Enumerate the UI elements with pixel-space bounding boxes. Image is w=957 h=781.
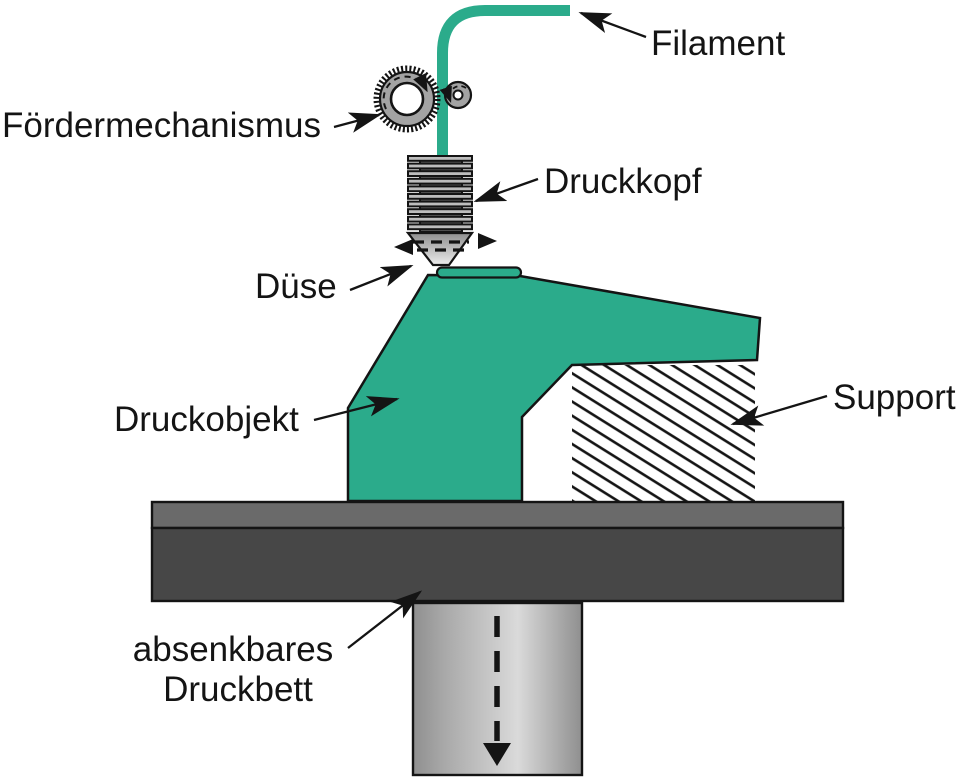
motion-arrow-right-icon bbox=[478, 233, 497, 249]
idler-wheel-icon bbox=[439, 80, 473, 110]
arrow-filament bbox=[578, 11, 647, 39]
arrow-print-head bbox=[473, 177, 539, 203]
print-bed-top-plate bbox=[150, 500, 845, 530]
filament-strand bbox=[437, 5, 570, 160]
label-print-bed-line1: absenkbares bbox=[133, 630, 333, 669]
support-structure bbox=[572, 365, 755, 502]
arrow-support bbox=[730, 394, 828, 426]
lowering-arrow-head-icon bbox=[483, 743, 511, 766]
label-print-bed-line2: Druckbett bbox=[163, 670, 313, 709]
label-support: Support bbox=[833, 378, 956, 417]
piston bbox=[411, 601, 584, 777]
feeder-mechanism bbox=[373, 65, 473, 133]
heat-sink-fins bbox=[407, 155, 473, 231]
arrow-print-bed bbox=[347, 590, 423, 649]
fresh-layer bbox=[435, 266, 523, 279]
label-print-object: Druckobjekt bbox=[114, 400, 299, 439]
motion-arrow-left-icon bbox=[394, 239, 413, 255]
print-bed bbox=[150, 500, 845, 603]
print-bed-body bbox=[150, 526, 845, 603]
label-nozzle: Düse bbox=[255, 267, 337, 306]
print-object-shape bbox=[346, 273, 762, 503]
arrow-feeder bbox=[333, 112, 382, 133]
drive-gear-icon bbox=[373, 65, 441, 133]
label-print-head: Druckkopf bbox=[544, 162, 702, 201]
arrow-nozzle bbox=[349, 264, 414, 292]
nozzle-cone bbox=[394, 231, 497, 267]
rotation-arrow-icon bbox=[439, 85, 467, 104]
arrow-print-object bbox=[313, 396, 400, 422]
label-filament: Filament bbox=[651, 24, 785, 63]
print-head bbox=[407, 155, 473, 233]
annotation-arrows bbox=[313, 11, 828, 649]
rotation-arrow-icon bbox=[382, 72, 428, 110]
label-feeder-mechanism: Fördermechanismus bbox=[2, 106, 321, 145]
